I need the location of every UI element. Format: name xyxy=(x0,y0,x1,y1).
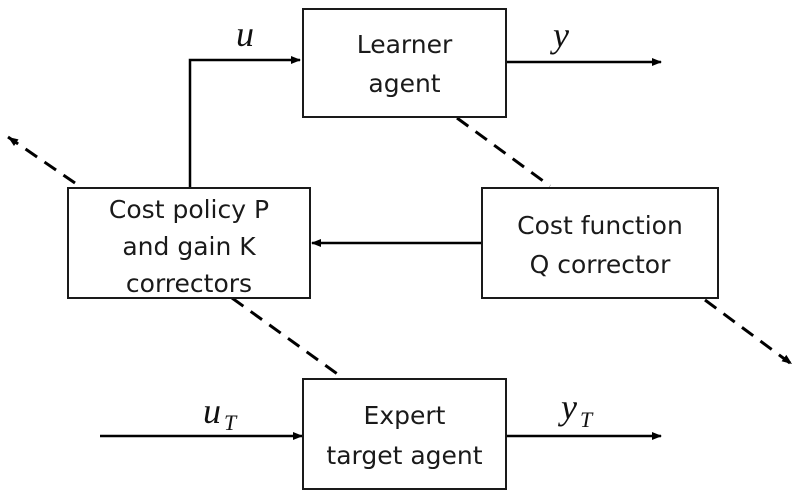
signal-label-u-t-main: u xyxy=(203,391,221,431)
cost-function-block-line-2: Q corrector xyxy=(530,250,671,279)
signal-label-u: u xyxy=(236,14,254,54)
signal-label-y-t: y T xyxy=(558,387,594,432)
dashed-arrowhead-bottom-right xyxy=(781,354,792,364)
learner-block-line-2: agent xyxy=(368,69,440,98)
dashed-diagonal-learner-to-cost-function xyxy=(456,116,551,188)
arrow-u-to-learner xyxy=(188,56,301,188)
signal-label-y-t-main: y xyxy=(558,387,577,427)
learner-agent-block: Learner agent xyxy=(302,8,507,118)
dashed-diagonal-cost-policy-to-expert xyxy=(231,296,344,380)
expert-target-agent-block: Expert target agent xyxy=(302,378,507,490)
cost-policy-block-line-1: Cost policy P xyxy=(109,195,269,224)
signal-label-y: y xyxy=(550,15,569,55)
signal-label-y-t-subscript: T xyxy=(580,407,594,432)
cost-function-corrector-block: Cost function Q corrector xyxy=(481,187,719,299)
cost-policy-block-line-3: correctors xyxy=(126,269,252,298)
learner-block-line-1: Learner xyxy=(357,30,453,59)
cost-policy-block-line-2: and gain K xyxy=(122,232,256,261)
signal-label-u-t-subscript: T xyxy=(224,410,238,435)
dashed-diagonal-top-left xyxy=(7,135,76,185)
dashed-diagonal-bottom-right xyxy=(704,298,791,365)
signal-label-u-t: u T xyxy=(203,391,238,435)
expert-block-line-2: target agent xyxy=(326,441,482,470)
dashed-arrowhead-top-left xyxy=(8,137,19,146)
expert-block-line-1: Expert xyxy=(364,401,446,430)
cost-function-block-line-1: Cost function xyxy=(517,211,683,240)
cost-policy-correctors-block: Cost policy P and gain K correctors xyxy=(67,187,311,299)
